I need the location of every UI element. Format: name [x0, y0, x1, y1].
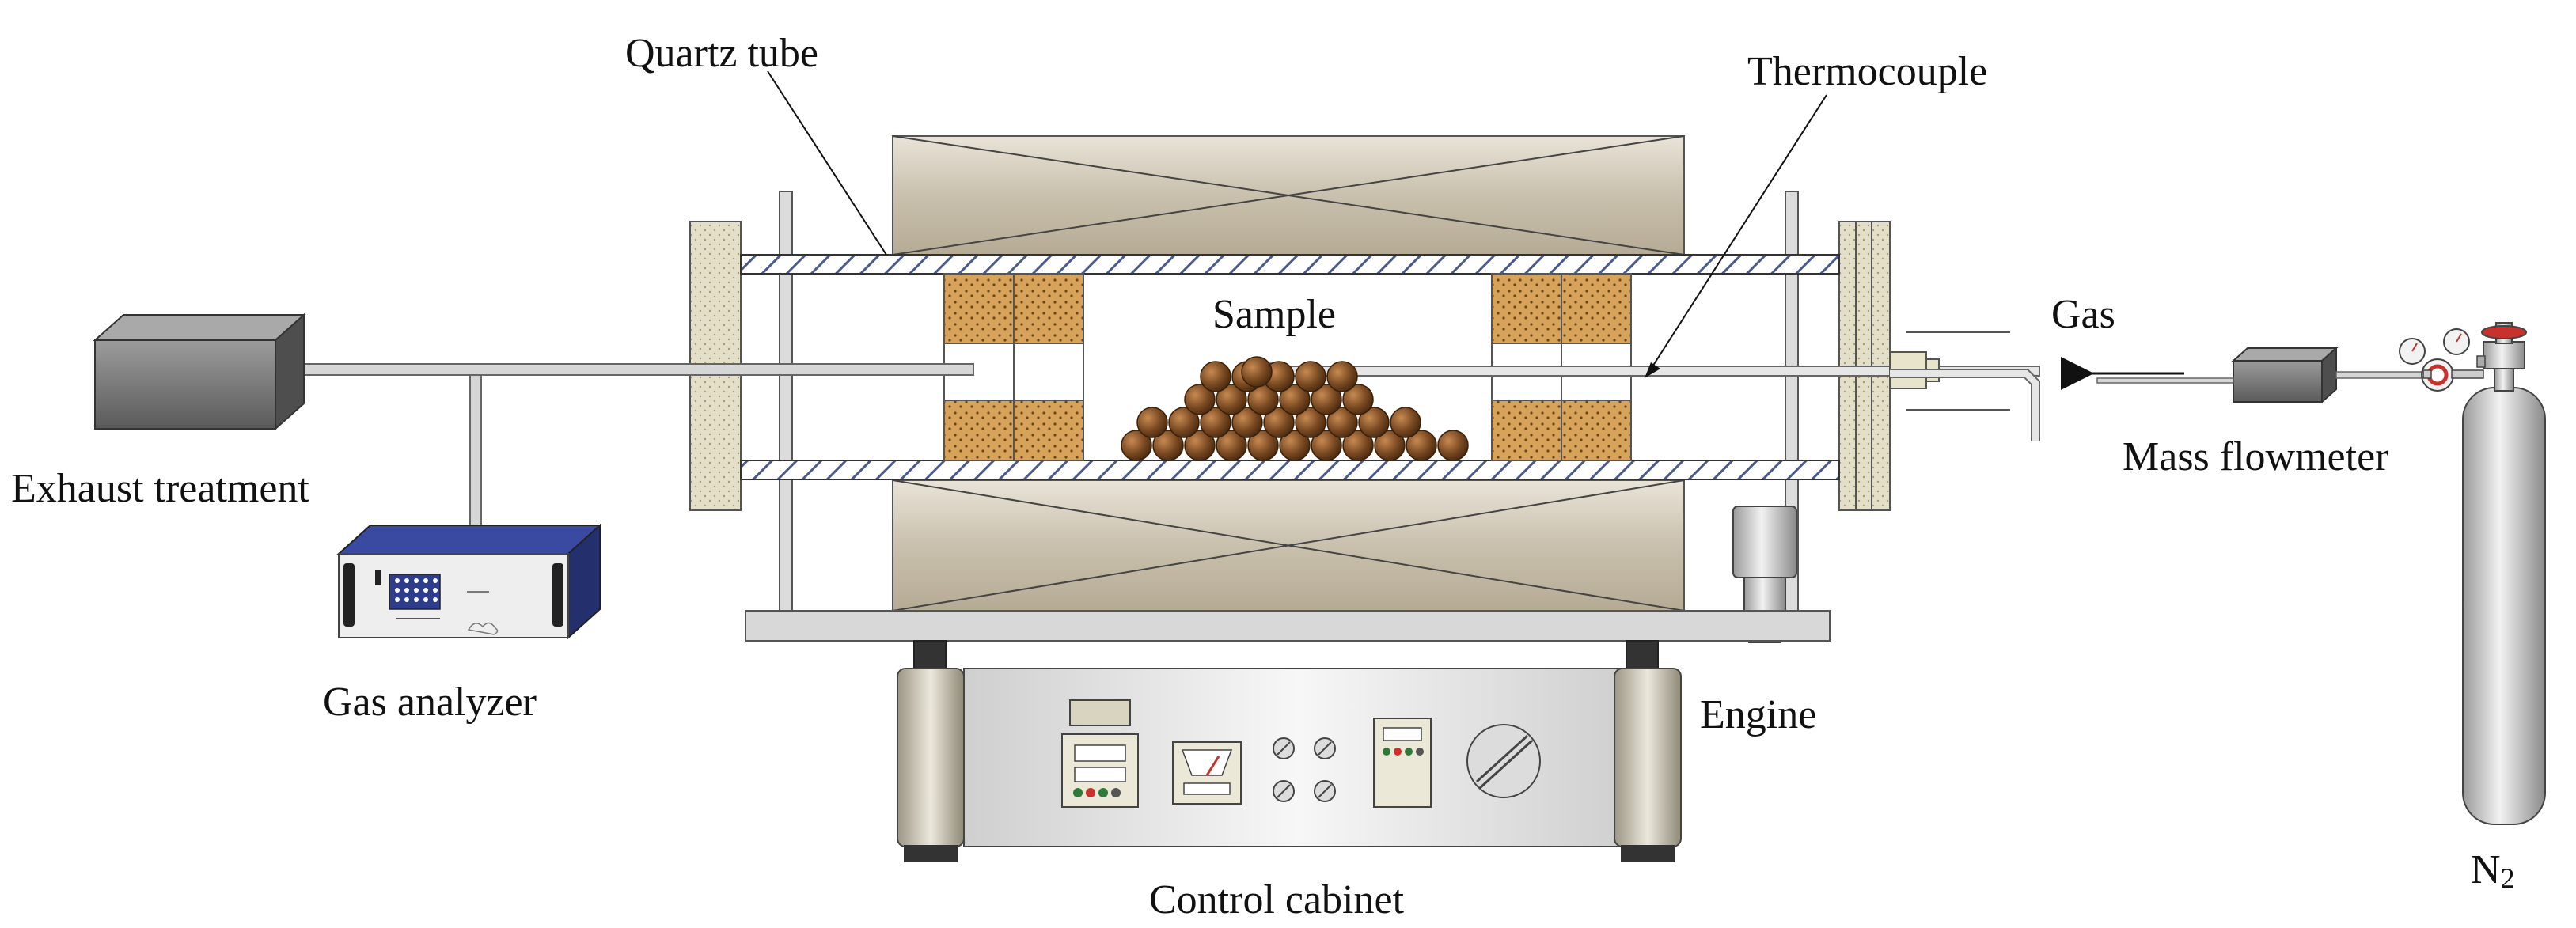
pressure-regulator [2399, 328, 2484, 392]
sample-sphere [1326, 407, 1358, 438]
sample-sphere [1247, 430, 1279, 461]
sample-sphere [1184, 384, 1216, 415]
sample-sphere [1231, 407, 1263, 438]
label-engine: Engine [1700, 692, 1817, 737]
exhaust-pipe [300, 363, 974, 534]
label-sample: Sample [1212, 292, 1336, 337]
sample-sphere [1342, 384, 1374, 415]
sample-sphere [1326, 361, 1358, 392]
mass-flowmeter [2096, 346, 2424, 404]
base-plate [745, 610, 1831, 642]
sample-sphere [1374, 430, 1406, 461]
sample-sphere [1279, 430, 1311, 461]
sample-sphere [1216, 384, 1247, 415]
sample-sphere [1295, 407, 1326, 438]
sample-sphere [1311, 384, 1342, 415]
furnace-upper-heater [892, 135, 1685, 256]
gas-inlet-fitting [1889, 331, 2040, 441]
sample-sphere [1168, 407, 1200, 438]
label-thermocouple: Thermocouple [1747, 49, 1988, 94]
sample-sphere [1184, 430, 1216, 461]
control-cabinet [897, 640, 1682, 862]
gas-analyzer [336, 523, 602, 640]
furnace-lower-heater [892, 479, 1685, 612]
sample-sphere [1437, 430, 1469, 461]
label-gas-analyzer: Gas analyzer [323, 680, 537, 725]
insulation-plug-left [943, 273, 1084, 461]
n2-cylinder [2462, 322, 2546, 825]
label-exhaust-treatment: Exhaust treatment [11, 466, 309, 511]
sample-sphere [1279, 384, 1311, 415]
sample-sphere [1358, 407, 1390, 438]
thermocouple-leader [1649, 94, 1827, 371]
label-control-cabinet: Control cabinet [1149, 877, 1405, 922]
exhaust-treatment-box [93, 312, 306, 431]
label-n2: N2 [2471, 847, 2515, 894]
sample-sphere [1200, 407, 1231, 438]
label-mass-flowmeter: Mass flowmeter [2123, 434, 2389, 479]
quartz-tube [740, 254, 1840, 480]
sample-sphere [1311, 430, 1342, 461]
sample-sphere [1342, 430, 1374, 461]
label-gas: Gas [2051, 292, 2115, 337]
sample-sphere [1152, 430, 1184, 461]
sample-sphere [1121, 430, 1152, 461]
sample-sphere [1263, 407, 1295, 438]
sample-sphere [1241, 356, 1273, 388]
sample-pile [1121, 356, 1469, 461]
sample-sphere [1200, 361, 1231, 392]
sample-sphere [1216, 430, 1247, 461]
label-quartz-tube: Quartz tube [625, 31, 819, 76]
sample-sphere [1406, 430, 1437, 461]
sample-sphere [1136, 407, 1168, 438]
sample-sphere [1295, 361, 1326, 392]
sample-sphere [1390, 407, 1421, 438]
quartz-tube-leader [767, 70, 887, 256]
